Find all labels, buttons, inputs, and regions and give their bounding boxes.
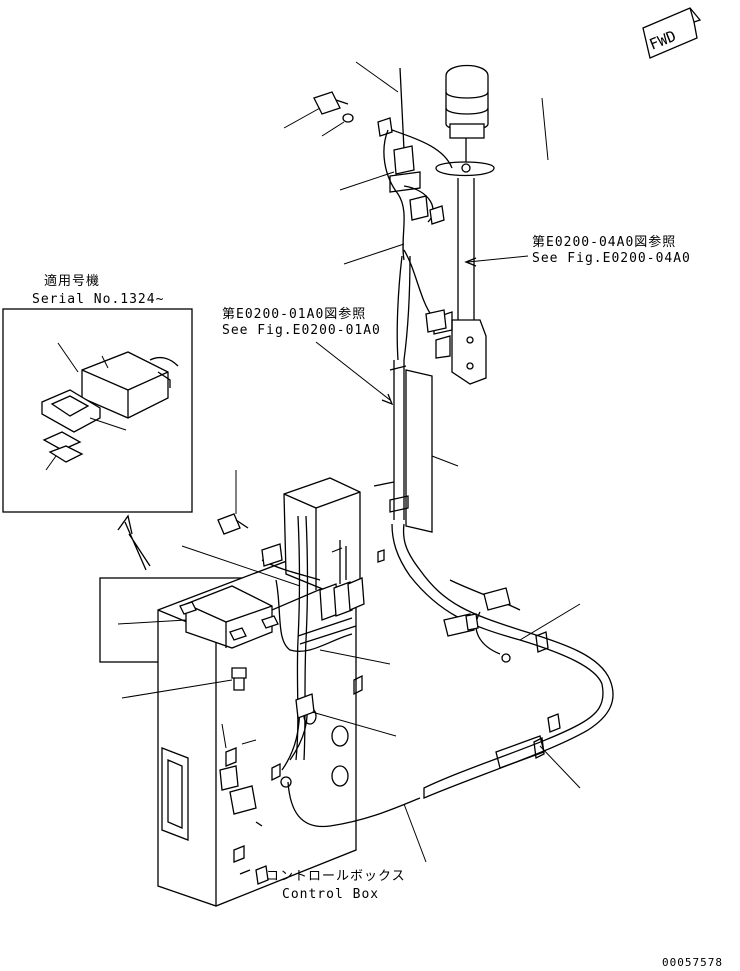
bolt-left bbox=[217, 513, 249, 535]
upper-harness bbox=[383, 129, 453, 361]
clamp-top bbox=[377, 117, 393, 137]
box-harness bbox=[261, 515, 421, 828]
sheath-marks bbox=[495, 631, 561, 769]
inset-title-jp: 適用号機 bbox=[44, 273, 100, 289]
side-connectors bbox=[443, 579, 521, 663]
control-box-label-jp: コントロールボックス bbox=[266, 869, 406, 884]
fwd-label: FWD bbox=[647, 27, 679, 54]
ref-01a0-en: See Fig.E0200-01A0 bbox=[222, 323, 381, 338]
lamp-pole bbox=[433, 178, 487, 385]
serial-inset: 適用号機 Serial No.1324~ bbox=[2, 273, 193, 513]
antenna bbox=[389, 67, 421, 193]
conduit bbox=[373, 360, 614, 799]
drawing-number: 00057578 bbox=[662, 956, 723, 969]
control-box-label-en: Control Box bbox=[282, 887, 379, 902]
beacon-lamp bbox=[435, 64, 495, 177]
control-box bbox=[157, 477, 385, 907]
bolt-lower bbox=[231, 667, 247, 691]
control-unit bbox=[179, 585, 279, 649]
ref-04a0-jp: 第E0200-04A0図参照 bbox=[532, 234, 676, 250]
ref-01a0-jp: 第E0200-01A0図参照 bbox=[222, 306, 366, 322]
inset-pointer-arrow-icon bbox=[117, 514, 151, 571]
inset-title-serial: Serial No.1324~ bbox=[32, 292, 164, 307]
fwd-arrow-icon: FWD bbox=[642, 7, 702, 59]
relay-block bbox=[319, 540, 365, 621]
leader-lines bbox=[117, 61, 581, 863]
bolt-top bbox=[313, 91, 354, 123]
ref-04a0-en: See Fig.E0200-04A0 bbox=[532, 251, 691, 266]
